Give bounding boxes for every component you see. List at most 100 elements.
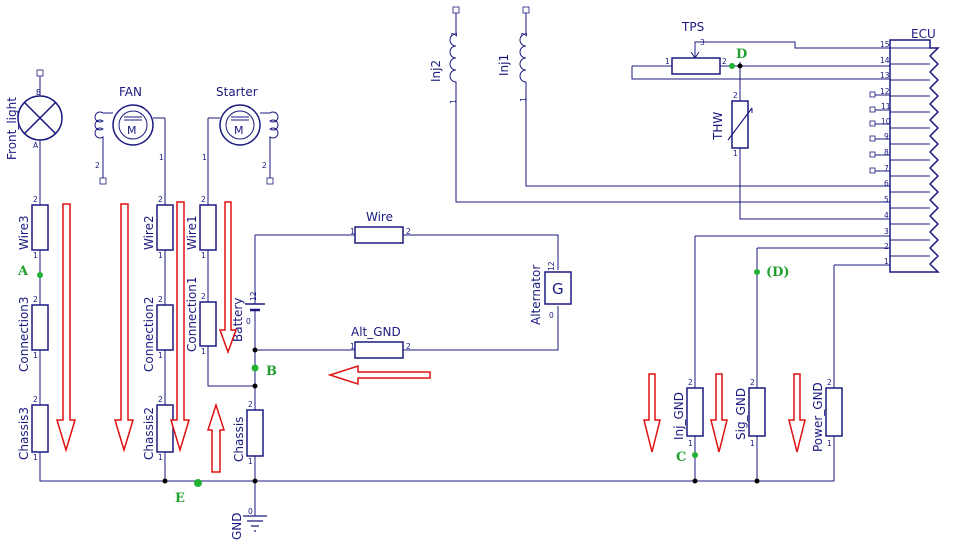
power-gnd-pin-1: 1	[827, 439, 832, 448]
inj1-pin-1: 1	[519, 97, 528, 102]
power-gnd-pin-2: 2	[827, 378, 832, 387]
sig-gnd-resistor: 2 1 Sig_GND	[734, 378, 766, 448]
inj-gnd-resistor: 2 1 Inj_GND	[672, 378, 704, 448]
gnd-pin-0: 0	[248, 507, 253, 516]
wire2-pin-1: 1	[158, 251, 163, 260]
wire3-label: Wire3	[17, 215, 31, 250]
chassis-pin-1: 1	[248, 457, 253, 466]
alternator-pin-0: 0	[549, 311, 554, 320]
starter-label: Starter	[216, 85, 258, 99]
tps-pin-1: 1	[665, 57, 670, 66]
fan-pin-2: 2	[95, 161, 100, 170]
wires	[39, 12, 890, 505]
ecu-pin-15: 15	[880, 40, 890, 49]
arrow-down-fan	[113, 203, 135, 453]
ecu-pin-4: 4	[884, 211, 889, 220]
wire1-label: Wire1	[185, 215, 199, 250]
connection2-label: Connection2	[142, 296, 156, 372]
ecu-pin-9: 9	[884, 132, 889, 141]
connection3-resistor: 2 1 Connection3	[17, 295, 49, 372]
starter-pin-1: 1	[202, 153, 207, 162]
tps-pin-2: 2	[722, 57, 727, 66]
wire-pin-1: 1	[350, 227, 355, 236]
chassis2-pin-1: 1	[158, 453, 163, 462]
front-light-pin-b: B	[36, 88, 41, 97]
arrow-down-left	[55, 203, 77, 453]
alternator-label: Alternator	[529, 265, 543, 325]
inj2-coil: 2 1 Inj2	[429, 32, 459, 104]
point-b-label: B	[266, 364, 277, 379]
thw-pin-2: 2	[733, 91, 738, 100]
power-gnd-resistor: 2 1 Power_GND	[811, 378, 843, 452]
point-d-label: D	[736, 47, 747, 62]
chassis3-resistor: 2 1 Chassis3	[17, 395, 49, 462]
point-d-paren-dot	[754, 269, 760, 275]
chassis-resistor: 2 1 Chassis	[232, 400, 264, 466]
battery-pin-0: 0	[246, 317, 251, 326]
sig-gnd-pin-1: 1	[750, 439, 755, 448]
starter-motor-symbol: M	[234, 124, 244, 137]
wire2-pin-2: 2	[158, 195, 163, 204]
chassis2-pin-2: 2	[158, 395, 163, 404]
connection2-pin-1: 1	[158, 351, 163, 360]
arrow-down-starter	[218, 201, 238, 355]
ecu-pin-14: 14	[880, 56, 890, 65]
connection3-pin-1: 1	[33, 351, 38, 360]
chassis2-resistor: 2 1 Chassis2	[142, 395, 174, 462]
point-c-dot	[692, 452, 698, 458]
wire3-pin-1: 1	[33, 251, 38, 260]
connection1-pin-2: 2	[201, 292, 206, 301]
point-a-dot	[37, 272, 43, 278]
fan-pin-1: 1	[159, 153, 164, 162]
junctions	[162, 63, 760, 484]
connection2-pin-2: 2	[158, 295, 163, 304]
point-d-paren-label: (D)	[766, 265, 790, 280]
front-light-pin-a: A	[33, 141, 39, 150]
fan-motor: M 2 1 FAN	[94, 85, 164, 170]
alternator-symbol: G	[552, 280, 564, 298]
chassis3-pin-2: 2	[33, 395, 38, 404]
alternator: G 12 0 Alternator	[529, 261, 572, 325]
thw-sensor: 2 1 THW	[711, 91, 753, 158]
chassis-pin-2: 2	[248, 400, 253, 409]
current-arrows	[55, 201, 806, 473]
arrow-down-inj	[643, 373, 661, 453]
wire2-label: Wire2	[142, 215, 156, 250]
arrow-down-power	[788, 373, 806, 453]
ecu-pin-2: 2	[884, 242, 889, 251]
wire3-pin-2: 2	[33, 195, 38, 204]
chassis3-pin-1: 1	[33, 453, 38, 462]
inj2-pin-2: 2	[450, 32, 459, 37]
inj1-label: Inj1	[497, 54, 511, 76]
battery: 12 0 Battery	[231, 290, 265, 342]
ecu-pin-6: 6	[884, 179, 889, 188]
connection3-pin-2: 2	[33, 295, 38, 304]
gnd-symbol: 0 GND	[230, 505, 267, 540]
power-gnd-label: Power_GND	[811, 382, 825, 452]
ecu-connector: ECU 15 14 13 12 11 10 9 8 7 6 5 4 3 2 1	[880, 27, 940, 273]
fan-label: FAN	[119, 85, 142, 99]
ecu-pin-7: 7	[884, 164, 889, 173]
point-d-dot	[729, 63, 735, 69]
arrow-down-sig	[710, 373, 728, 453]
arrow-down-mid	[169, 201, 191, 453]
sig-gnd-label: Sig_GND	[734, 388, 748, 440]
wire1-pin-1: 1	[201, 251, 206, 260]
point-e-label: E	[175, 491, 185, 506]
measurement-points: A B C D (D) E	[17, 47, 790, 506]
ecu-pin-12: 12	[880, 87, 890, 96]
inj-gnd-pin-2: 2	[688, 378, 693, 387]
ecu-pin-3: 3	[884, 227, 889, 236]
starter-pin-2: 2	[262, 161, 267, 170]
connection3-label: Connection3	[17, 296, 31, 372]
arrow-left-alt	[327, 364, 431, 386]
inj-gnd-pin-1: 1	[688, 439, 693, 448]
connection1-resistor: 2 1 Connection1	[185, 276, 217, 356]
gnd-label: GND	[230, 512, 244, 540]
point-b-dot	[251, 364, 259, 372]
connection1-pin-1: 1	[201, 347, 206, 356]
front-light-lamp: B A Front_light	[5, 76, 63, 160]
tps-pin-3: 3	[700, 38, 705, 47]
inj1-coil: 2 1 Inj1	[497, 32, 529, 102]
